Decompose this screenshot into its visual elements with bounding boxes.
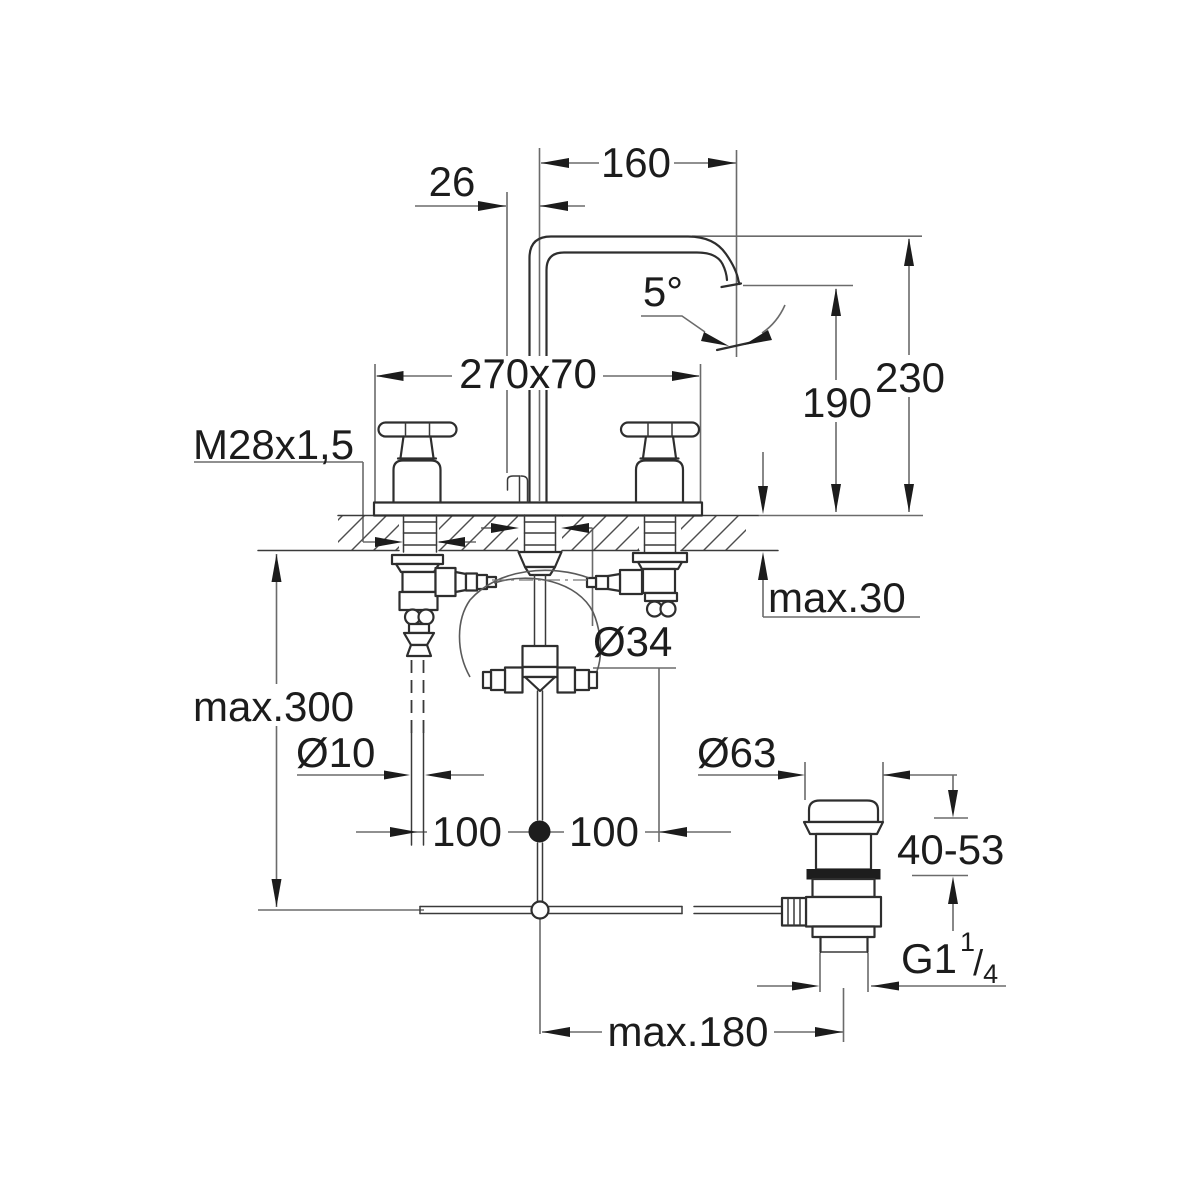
dim-label-160: 160 xyxy=(601,139,671,186)
spout-outlet-face xyxy=(720,282,743,289)
right-shank xyxy=(643,514,677,553)
dim-label-max300: max.300 xyxy=(193,683,354,730)
right-valve-body xyxy=(585,551,689,618)
dim-label-100-right: 100 xyxy=(569,808,639,855)
left-cross-handle xyxy=(377,421,458,504)
dim-label-max30: max.30 xyxy=(768,574,906,621)
mounting-shanks xyxy=(402,514,677,553)
flex-hose-right-to-tee xyxy=(458,569,590,678)
waste-flange xyxy=(802,820,885,836)
dim-label-190: 190 xyxy=(802,379,872,426)
dim-label-m28: M28x1,5 xyxy=(193,421,354,468)
center-shank xyxy=(523,514,557,553)
waste-cap xyxy=(807,799,880,824)
pop-up-linkage xyxy=(419,690,783,920)
dim-label-230: 230 xyxy=(875,354,945,401)
dim-label-26: 26 xyxy=(429,158,476,205)
left-valve-body xyxy=(390,553,498,846)
dim-label-100-left: 100 xyxy=(432,808,502,855)
dim-label-40-53: 40-53 xyxy=(897,826,1004,873)
dim-label-d10: Ø10 xyxy=(296,729,375,776)
countertop-section xyxy=(257,514,779,552)
dim-label-d34: Ø34 xyxy=(593,618,672,665)
dim-label-5deg: 5° xyxy=(643,268,683,315)
pop-up-pull-rod xyxy=(506,475,529,503)
faucet-spout xyxy=(528,235,755,504)
lever-ball-joint xyxy=(530,900,550,920)
dimension-labels: 26 160 5° 270x70 M28x1,5 190 230 max.30 … xyxy=(188,139,1004,1055)
dim-label-270x70: 270x70 xyxy=(459,350,597,397)
rod-pivot-ball xyxy=(528,820,551,843)
dim-label-max180: max.180 xyxy=(607,1008,768,1055)
escutcheon-plate xyxy=(372,501,704,517)
dim-label-d63: Ø63 xyxy=(697,729,776,776)
dimension-arrowheads xyxy=(271,158,958,1037)
right-cross-handle xyxy=(619,421,701,504)
drain-waste-assembly xyxy=(780,799,885,954)
waste-gasket xyxy=(806,869,881,880)
flex-hose-left-to-tee xyxy=(493,577,602,672)
left-shank xyxy=(402,514,438,553)
center-shank-tee xyxy=(458,550,602,694)
